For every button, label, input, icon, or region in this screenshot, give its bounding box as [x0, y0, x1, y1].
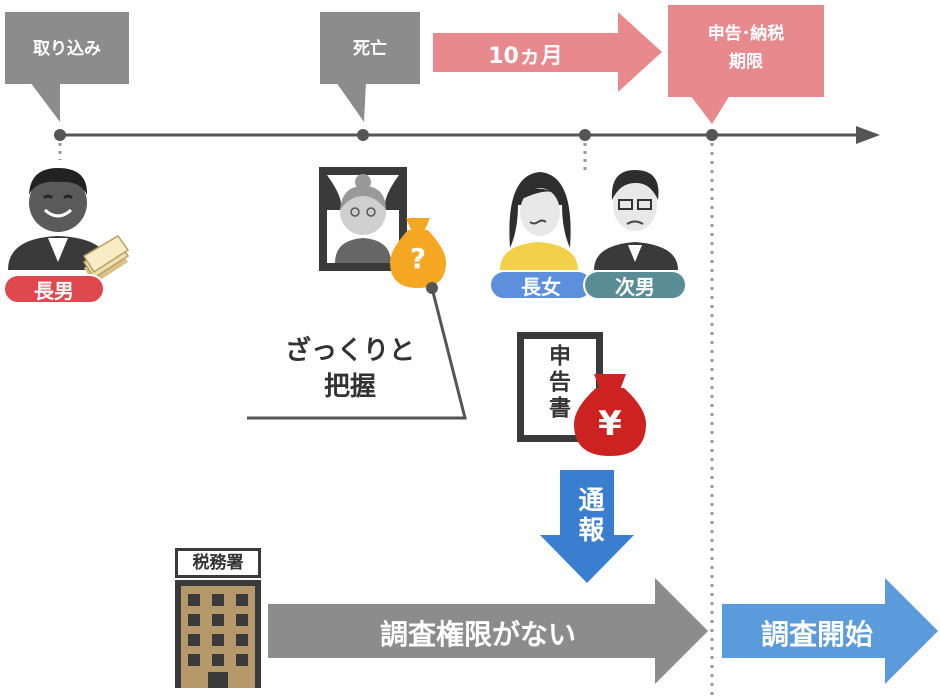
callout-torikomi-label: 取り込み — [33, 39, 101, 59]
timeline-dot-death — [357, 129, 369, 141]
callout-deadline-label-line2: 期限 — [729, 52, 763, 72]
declaration-document-label: 申告書 — [545, 344, 570, 422]
note-line1: ざっくりと — [284, 336, 415, 366]
timeline-dot-torikomi — [54, 129, 66, 141]
timeline-arrowhead — [856, 126, 880, 144]
deceased-portrait-icon — [319, 167, 407, 271]
callout-deadline — [668, 5, 824, 124]
eldest-daughter-badge: 長女 — [489, 270, 593, 300]
no-authority-arrow-label: 調査権限がない — [379, 618, 576, 651]
period-arrow-label: 10ヵ月 — [488, 44, 563, 69]
question-mark-glyph: ? — [409, 242, 427, 275]
timeline-dot-heirs — [579, 129, 591, 141]
second-son-badge: 次男 — [583, 270, 687, 300]
eldest-daughter-icon — [500, 172, 578, 270]
callout-death-label: 死亡 — [353, 39, 387, 59]
second-son-icon — [594, 170, 678, 270]
report-arrow — [540, 470, 634, 583]
tax-office-building-icon — [175, 548, 261, 688]
note-connector-line — [247, 287, 467, 420]
question-money-bag-icon — [390, 218, 446, 288]
period-arrow — [433, 12, 662, 92]
timeline-dot-deadline — [706, 129, 718, 141]
callout-torikomi — [5, 12, 129, 122]
investigation-start-arrow-label: 調査開始 — [760, 618, 873, 651]
eldest-son-badge: 長男 — [3, 274, 105, 304]
callout-deadline-label-line1: 申告･納税 — [707, 24, 785, 44]
yen-glyph: ¥ — [598, 404, 622, 444]
investigation-start-arrow — [722, 578, 938, 684]
note-line2: 把握 — [323, 372, 376, 402]
tax-office-label: 税務署 — [192, 553, 244, 573]
yen-money-bag-icon — [574, 374, 646, 456]
note-connector-dot — [426, 282, 438, 294]
callout-death — [320, 12, 420, 122]
no-authority-arrow — [268, 578, 708, 684]
report-arrow-label: 通報 — [574, 486, 604, 546]
